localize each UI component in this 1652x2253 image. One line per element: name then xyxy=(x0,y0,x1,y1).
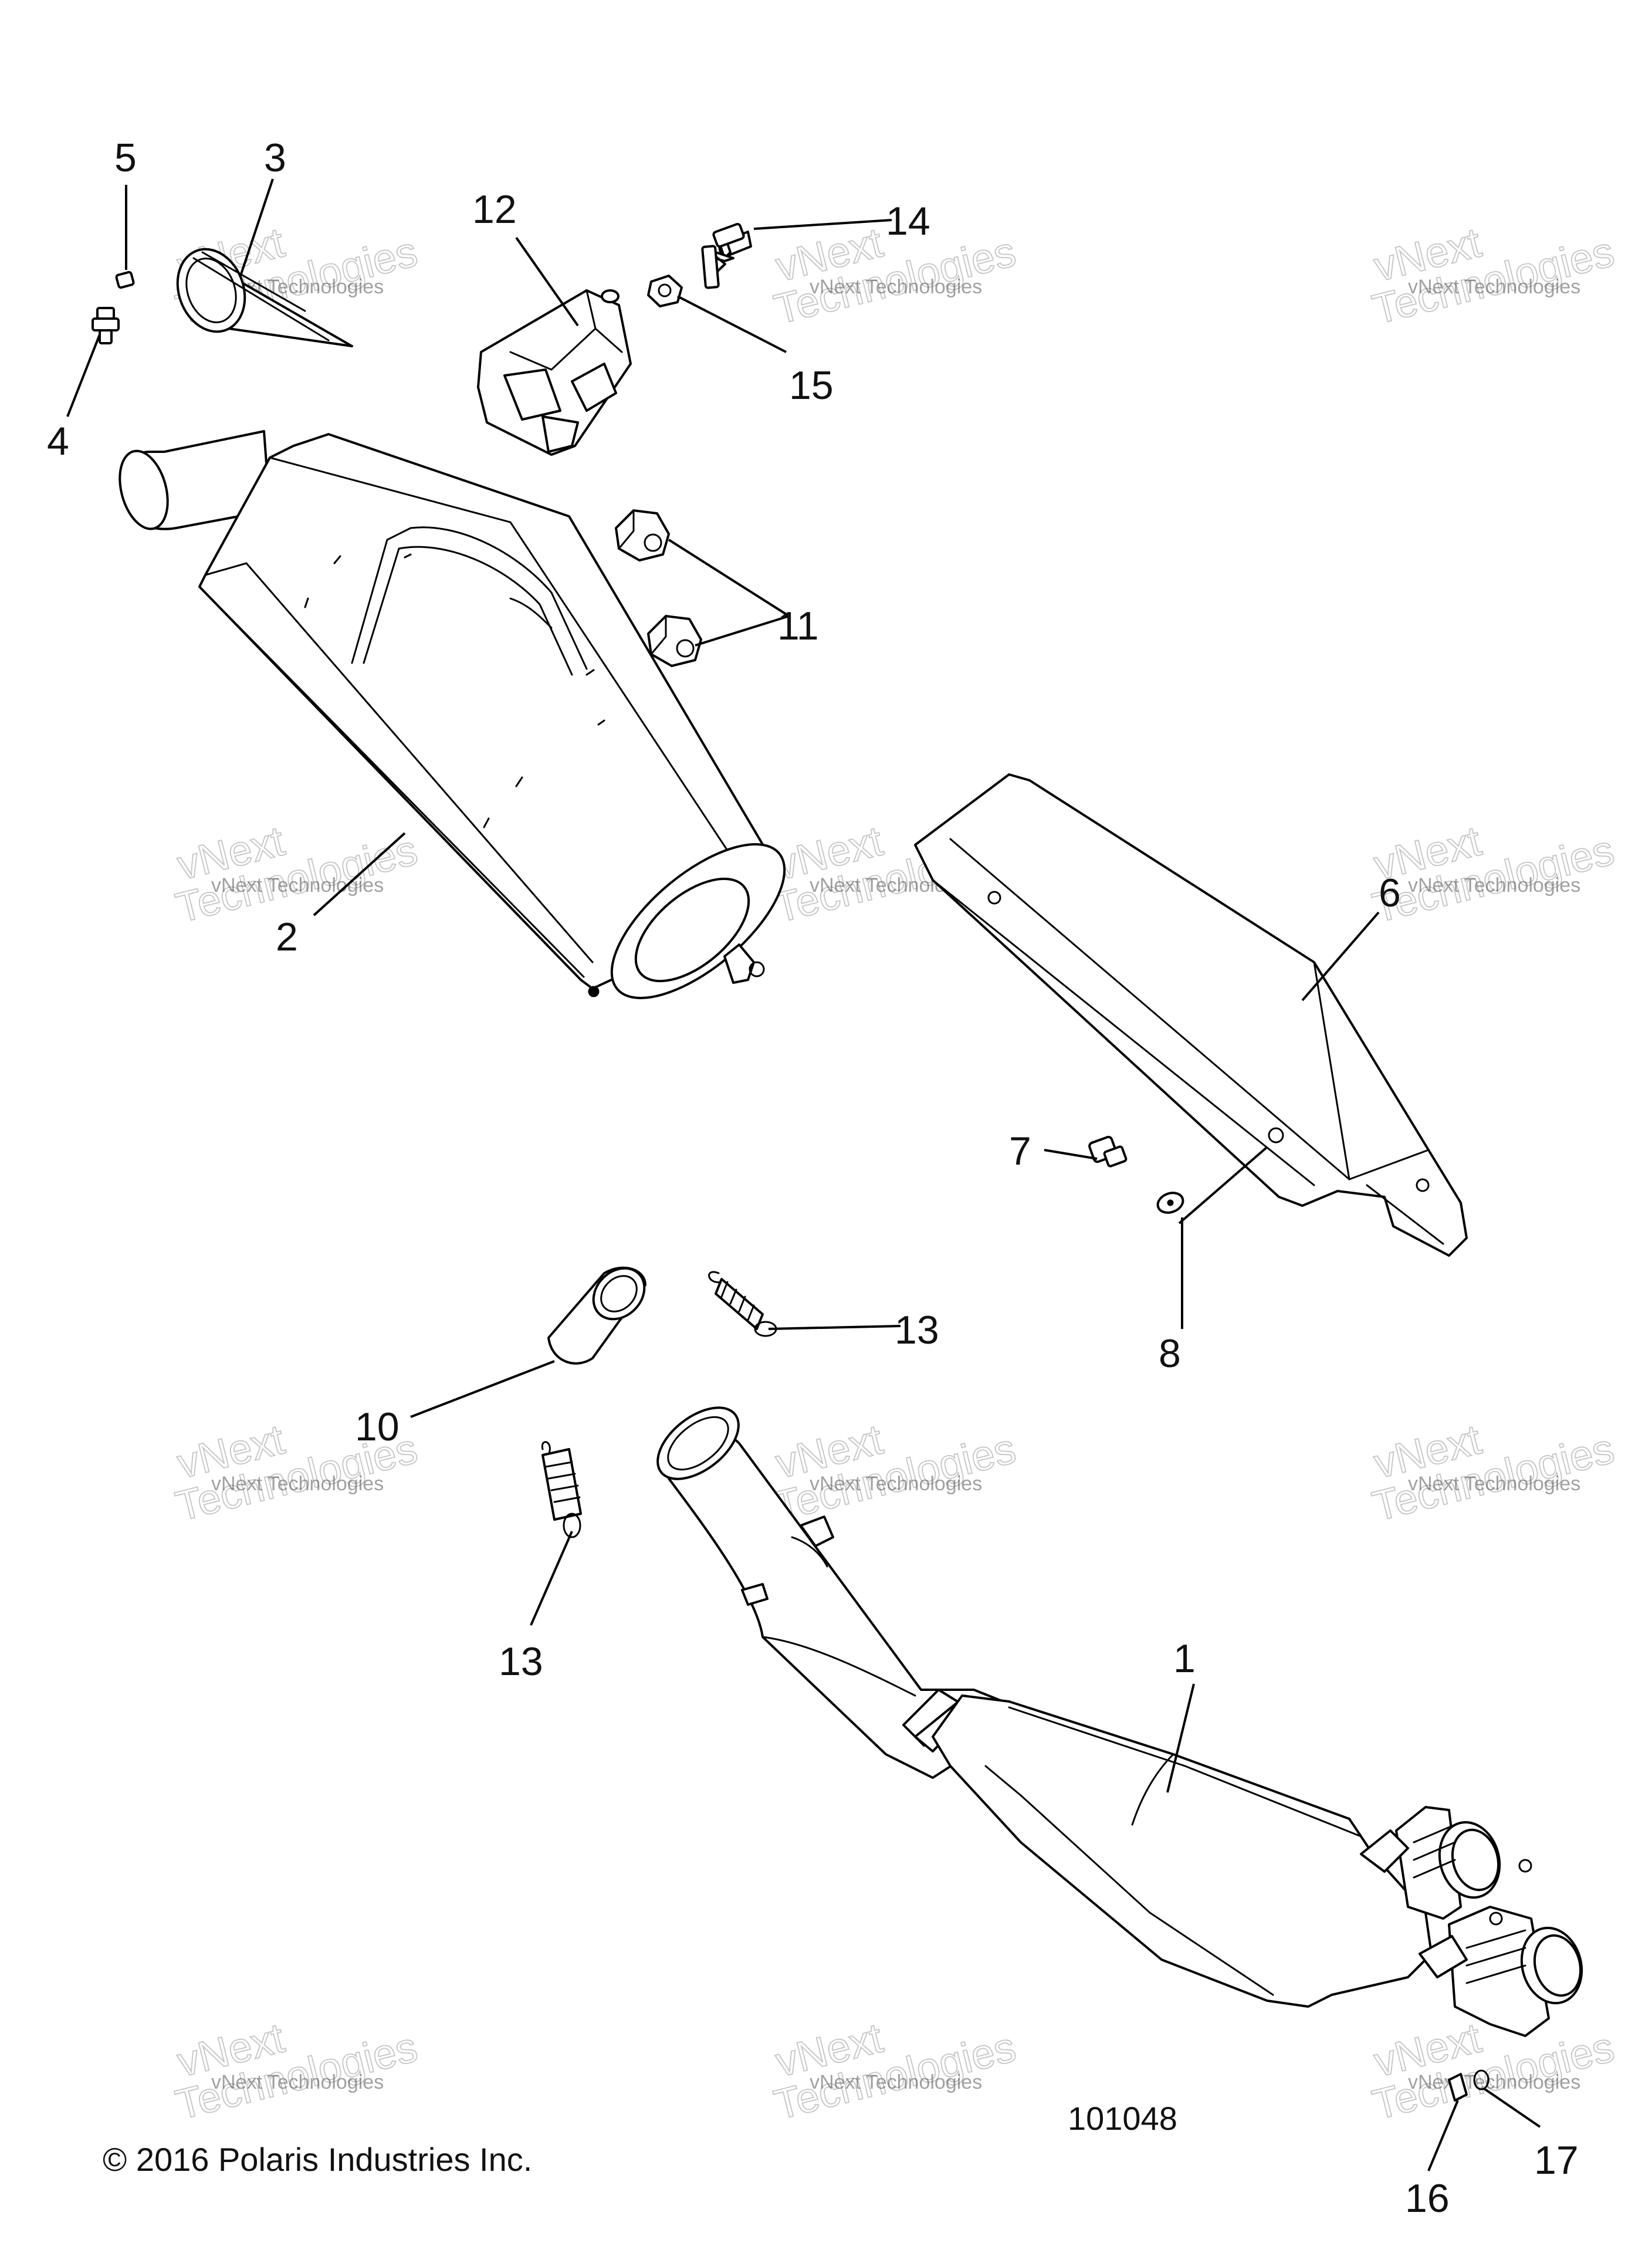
part-14-bolt xyxy=(701,222,752,289)
callout-2: 2 xyxy=(276,915,298,959)
watermark: vNext Technologies vNext Technologies xyxy=(1367,817,1619,932)
leader-17 xyxy=(1483,2088,1541,2128)
part-4-screw xyxy=(92,307,120,344)
svg-text:vNext Technologies: vNext Technologies xyxy=(211,2071,384,2093)
svg-text:vNext Technologies: vNext Technologies xyxy=(810,276,982,298)
svg-text:vNext Technologies: vNext Technologies xyxy=(1408,1473,1580,1495)
callout-14: 14 xyxy=(886,199,930,243)
watermark: vNext Technologies vNext Technologies xyxy=(769,1415,1021,1531)
leader-3 xyxy=(239,178,274,276)
leader-7 xyxy=(1044,1149,1098,1160)
part-11-grommet-bottom xyxy=(647,615,702,667)
leader-11a xyxy=(668,539,790,617)
callout-17: 17 xyxy=(1534,2138,1579,2183)
part-3-spark-arrestor xyxy=(176,248,353,347)
svg-text:vNext Technologies: vNext Technologies xyxy=(810,1473,982,1495)
callout-1: 1 xyxy=(1173,1636,1196,1681)
callout-6: 6 xyxy=(1379,871,1401,915)
svg-text:vNext Technologies: vNext Technologies xyxy=(211,874,384,897)
callout-10: 10 xyxy=(355,1405,400,1449)
part-10-gasket xyxy=(547,1266,646,1365)
copyright-notice: © 2016 Polaris Industries Inc. xyxy=(103,2141,532,2178)
part-16-clip xyxy=(1448,2073,1468,2102)
leader-11b xyxy=(695,615,790,647)
callout-8: 8 xyxy=(1159,1331,1181,1376)
callout-5: 5 xyxy=(114,136,137,180)
svg-text:vNext Technologies: vNext Technologies xyxy=(1408,2071,1580,2093)
leader-12 xyxy=(515,236,579,327)
part-2-muffler xyxy=(119,430,786,999)
callout-7: 7 xyxy=(1009,1129,1031,1173)
part-17-ring xyxy=(1473,2069,1489,2090)
svg-text:vNext Technologies: vNext Technologies xyxy=(810,2071,982,2093)
svg-text:vNext Technologies: vNext Technologies xyxy=(1408,874,1580,897)
watermark: vNext Technologies vNext Technologies xyxy=(1367,2014,1619,2129)
callout-13-top: 13 xyxy=(895,1308,939,1352)
part-5-cap xyxy=(115,270,135,289)
callout-11: 11 xyxy=(777,604,819,648)
part-7-screw xyxy=(1088,1135,1128,1168)
leader-16 xyxy=(1427,2100,1459,2171)
callout-15: 15 xyxy=(789,363,834,408)
callout-4: 4 xyxy=(47,419,69,464)
leader-6 xyxy=(1301,911,1380,1002)
leader-14 xyxy=(753,219,892,230)
part-6-heat-shield xyxy=(914,773,1468,1257)
watermark: vNext Technologies vNext Technologies xyxy=(171,2014,422,2129)
leader-1 xyxy=(1166,1683,1195,1793)
leader-2 xyxy=(313,832,406,916)
watermark: vNext Technologies vNext Technologies xyxy=(769,2014,1021,2129)
part-13-spring-bottom xyxy=(541,1441,582,1538)
callout-labels: 1 2 3 4 5 6 7 8 10 11 12 13 13 14 15 16 … xyxy=(47,136,1579,2221)
part-13-spring-top xyxy=(708,1271,777,1337)
callout-16: 16 xyxy=(1405,2176,1450,2221)
part-11-grommet-top xyxy=(615,509,670,561)
leader-lines xyxy=(66,178,1541,2171)
svg-text:vNext Technologies: vNext Technologies xyxy=(1408,276,1580,298)
callout-3: 3 xyxy=(264,136,286,180)
diagram-number: 101048 xyxy=(1068,2100,1177,2137)
leader-15 xyxy=(677,295,787,353)
part-1-header-pipe xyxy=(656,1406,1583,2037)
part-8-washer xyxy=(1156,1192,1184,1214)
callout-12: 12 xyxy=(472,187,517,232)
watermark: vNext Technologies vNext Technologies xyxy=(1367,1415,1619,1531)
leader-10 xyxy=(410,1360,555,1418)
leader-4 xyxy=(66,334,101,417)
leader-8-ext xyxy=(1178,1146,1268,1224)
part-12-bracket xyxy=(477,289,632,456)
leader-13a xyxy=(768,1325,901,1330)
part-15-nut xyxy=(647,275,683,307)
watermark: vNext Technologies vNext Technologies xyxy=(1367,218,1619,334)
callout-13-bottom: 13 xyxy=(499,1639,543,1684)
leader-13b xyxy=(530,1531,573,1626)
svg-text:vNext Technologies: vNext Technologies xyxy=(211,1473,384,1495)
